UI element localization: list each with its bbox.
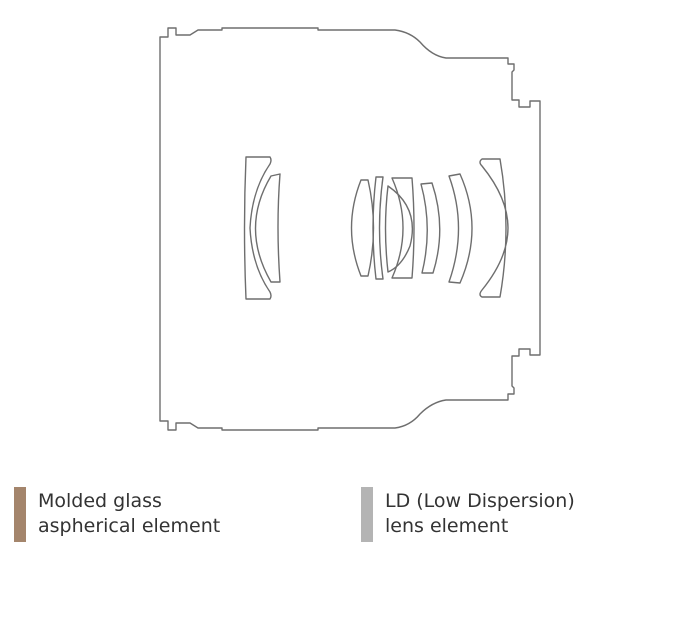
- lens-element-front-meniscus: [243, 156, 272, 300]
- legend-ld-line2: lens element: [385, 515, 509, 537]
- lens-element-ld: [384, 185, 414, 273]
- ld-element-swatch: [361, 487, 373, 542]
- lens-barrel-outline: [159, 27, 541, 431]
- lens-element-thin: [372, 176, 384, 280]
- lens-element-front-inner: [254, 173, 281, 283]
- legend-molded-line2: aspherical element: [38, 515, 221, 537]
- molded-glass-swatch: [14, 487, 26, 542]
- lens-element-rear-meniscus: [448, 173, 473, 284]
- lens-element-rear-large: [479, 158, 509, 298]
- legend-molded-label: Molded glass aspherical element: [38, 489, 220, 539]
- legend-ld-element: LD (Low Dispersion) lens element: [361, 487, 575, 542]
- legend-ld-line1: LD (Low Dispersion): [385, 490, 575, 512]
- lens-element-biconvex: [350, 179, 375, 277]
- legend-ld-label: LD (Low Dispersion) lens element: [385, 489, 575, 539]
- legend-molded-line1: Molded glass: [38, 490, 162, 512]
- legend-molded-glass: Molded glass aspherical element: [14, 487, 220, 542]
- lens-element-doublet-concave: [391, 177, 415, 279]
- lens-element-molded-aspherical: [420, 182, 441, 274]
